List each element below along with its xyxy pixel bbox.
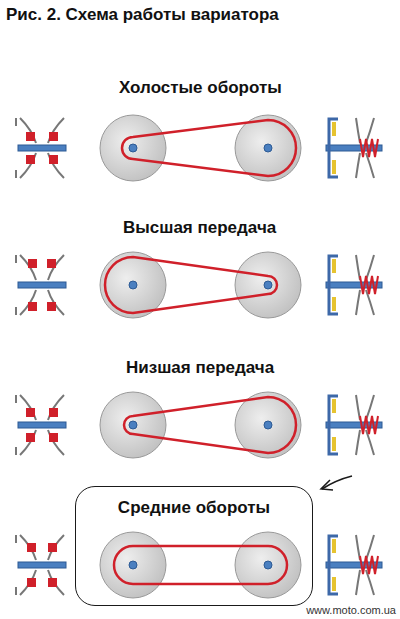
mode-heading: Высшая передача <box>123 218 276 238</box>
watermark: www.moto.com.ua <box>306 604 396 616</box>
mode-heading: Холостые обороты <box>119 78 282 98</box>
hand-drawn-outline: Средние обороты <box>75 486 313 606</box>
mode-heading: Низшая передача <box>126 358 274 378</box>
figure-title: Рис. 2. Схема работы вариатора <box>6 5 279 25</box>
outline-heading: Средние обороты <box>76 498 312 518</box>
